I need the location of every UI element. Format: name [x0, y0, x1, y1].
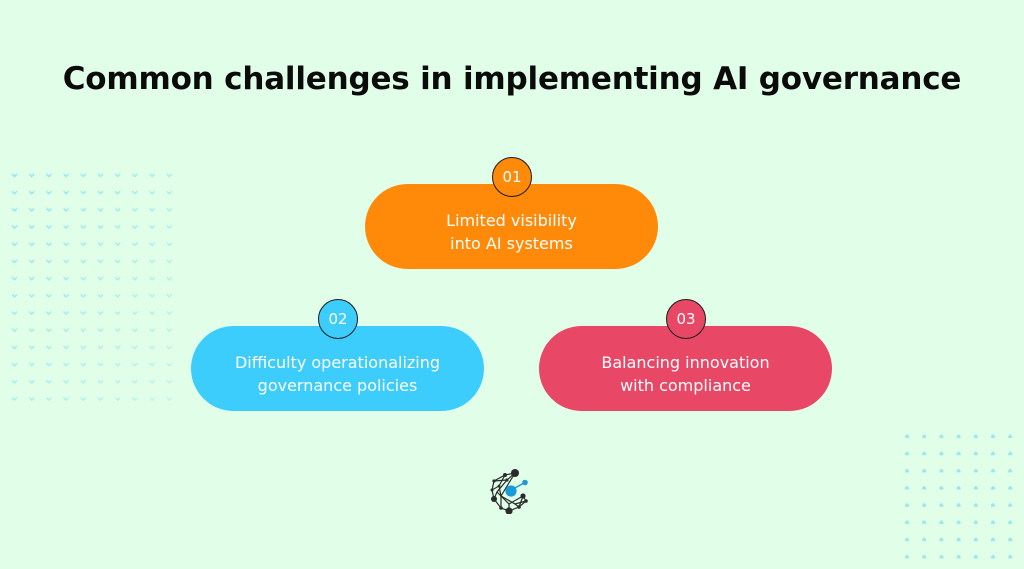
challenge-number-badge: 01 [492, 157, 532, 197]
challenge-label: Balancing innovation with compliance [601, 352, 770, 395]
network-c-logo-icon [490, 469, 528, 515]
brand-logo [487, 466, 535, 515]
decorative-dot-grid-right [898, 430, 1024, 569]
challenge-number: 03 [676, 310, 696, 328]
challenge-number: 02 [328, 310, 348, 328]
challenge-number-badge: 02 [318, 299, 358, 339]
challenge-card-2: Difficulty operationalizing governance p… [191, 326, 484, 411]
challenge-label: Difficulty operationalizing governance p… [234, 352, 441, 395]
page-title: Common challenges in implementing AI gov… [62, 61, 962, 97]
challenge-number-badge: 03 [666, 299, 706, 339]
dot-pattern-icon [898, 430, 1024, 569]
challenge-label: Limited visibility into AI systems [446, 210, 577, 253]
challenge-card-1: Limited visibility into AI systems [365, 184, 658, 269]
decorative-dot-grid-left [0, 165, 180, 405]
challenge-card-3: Balancing innovation with compliance [539, 326, 832, 411]
dot-pattern-icon [0, 165, 180, 405]
challenge-number: 01 [502, 168, 522, 186]
